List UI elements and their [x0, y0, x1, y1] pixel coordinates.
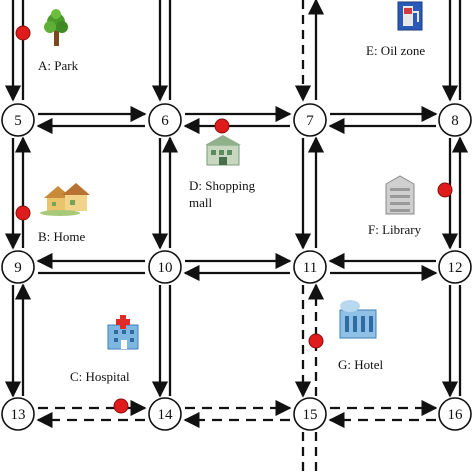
node-label: 13: [11, 407, 26, 423]
place-label-hospital: C: Hospital: [70, 369, 130, 384]
node-label: 10: [158, 260, 173, 276]
node-16[interactable]: 16: [438, 397, 472, 431]
place-label-library: F: Library: [368, 222, 422, 237]
tree-icon: [44, 9, 68, 46]
roads-horizontal: [36, 105, 438, 429]
houses-icon: [40, 183, 90, 216]
node-13[interactable]: 13: [1, 397, 35, 431]
node-11[interactable]: 11: [293, 250, 327, 284]
node-label: 12: [448, 260, 463, 276]
node-label: 14: [158, 407, 174, 423]
node-label: 11: [303, 260, 317, 276]
red-marker: [437, 182, 453, 198]
node-label: 8: [451, 113, 459, 129]
red-marker: [308, 333, 324, 349]
place-labels: A: Park B: Home C: Hospital D: Shopping …: [38, 43, 425, 384]
fuel-pump-icon: [397, 1, 423, 31]
node-15[interactable]: 15: [293, 397, 327, 431]
red-marker: [15, 25, 31, 41]
node-label: 15: [303, 407, 318, 423]
hotel-icon: [339, 300, 377, 339]
place-label-shopping-mall: D: Shopping: [189, 178, 256, 193]
node-9[interactable]: 9: [1, 250, 35, 284]
red-marker: [214, 118, 230, 134]
node-label: 9: [14, 260, 22, 276]
hospital-icon: [107, 315, 139, 350]
place-label-oil-zone: E: Oil zone: [366, 43, 425, 58]
node-10[interactable]: 10: [148, 250, 182, 284]
red-marker: [113, 398, 129, 414]
node-12[interactable]: 12: [438, 250, 472, 284]
place-label-shopping-mall-line2: mall: [189, 195, 212, 210]
place-label-hotel: G: Hotel: [338, 357, 384, 372]
node-label: 5: [14, 113, 22, 129]
node-8[interactable]: 8: [438, 103, 472, 137]
library-building-icon: [385, 175, 415, 215]
node-5[interactable]: 5: [1, 103, 35, 137]
node-label: 6: [161, 113, 169, 129]
nodes: 5 6 7 8 9 10 11 12: [1, 103, 472, 431]
red-marker: [15, 205, 31, 221]
node-7[interactable]: 7: [293, 103, 327, 137]
place-label-park: A: Park: [38, 58, 79, 73]
node-14[interactable]: 14: [148, 397, 182, 431]
node-label: 16: [448, 407, 464, 423]
node-6[interactable]: 6: [148, 103, 182, 137]
shopping-mall-icon: [205, 135, 241, 166]
place-label-home: B: Home: [38, 229, 86, 244]
markers: [15, 25, 453, 414]
node-label: 7: [306, 113, 314, 129]
